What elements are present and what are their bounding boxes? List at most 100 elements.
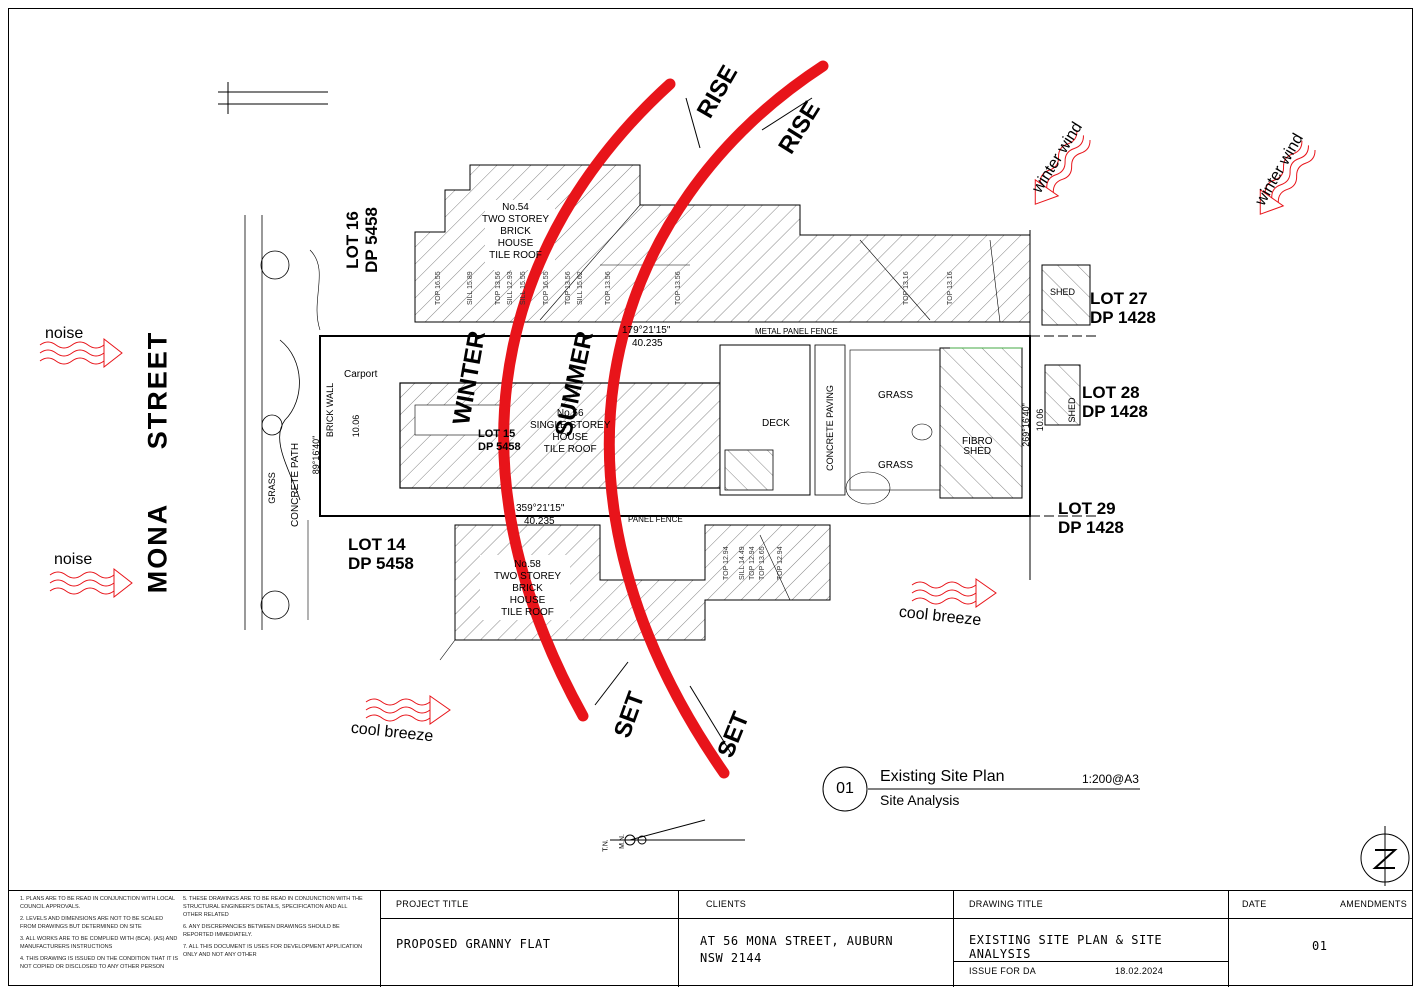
metal-fence-bottom-label: PANEL FENCE <box>628 515 683 524</box>
level-tag: TOP 12.94 <box>749 546 756 580</box>
north-tn-label: T.N. <box>602 839 610 852</box>
cool-breeze-arrow-1 <box>911 578 997 608</box>
clients-label: CLIENTS <box>706 899 747 909</box>
amendments-cell: DATE AMENDMENTS 01 <box>1228 891 1413 987</box>
level-tag: TOP 16.55 <box>435 271 442 305</box>
shed-lot-28 <box>1044 364 1081 426</box>
width-right: 10.06 <box>1035 408 1045 432</box>
issue-label: ISSUE FOR DA <box>969 966 1037 976</box>
note-5: 5. THESE DRAWINGS ARE TO BE READ IN CONJ… <box>183 896 363 918</box>
amendments-label: AMENDMENTS <box>1340 899 1408 909</box>
drawing-ref-circle <box>822 766 868 812</box>
drawing-ref-title: Existing Site Plan <box>880 768 1005 785</box>
level-tag: SILL 15.55 <box>520 271 527 305</box>
issue-date: 18.02.2024 <box>1115 966 1164 976</box>
note-4: 4. THIS DRAWING IS ISSUED ON THE CONDITI… <box>20 956 179 970</box>
drawing-title-value: EXISTING SITE PLAN & SITE ANALYSIS <box>969 933 1163 961</box>
grass-label-1: GRASS <box>878 390 914 401</box>
summer-sun-arc <box>603 60 829 779</box>
project-title-value: PROPOSED GRANNY FLAT <box>396 937 551 951</box>
drawing-title-cell: DRAWING TITLE EXISTING SITE PLAN & SITE … <box>953 891 1229 987</box>
level-tag: TOP 13.56 <box>495 271 502 305</box>
noise-arrow-2 <box>49 567 133 599</box>
north-arrow-icon <box>610 819 745 846</box>
level-tag: TOP 12.94 <box>723 546 730 580</box>
bearing-top: 179°21'15" <box>622 325 671 336</box>
level-tag: TOP 12.94 <box>777 546 784 580</box>
bearing-right: 269°16'40" <box>1021 403 1031 447</box>
drawing-ref-scale: 1:200@A3 <box>1082 772 1139 786</box>
general-notes: 1. PLANS ARE TO BE READ IN CONJUNCTION W… <box>8 891 381 987</box>
compass-icon <box>1360 826 1410 886</box>
level-tag: TOP 13.56 <box>675 271 682 305</box>
note-3: 3. ALL WORKS ARE TO BE COMPLIED WITH (BC… <box>20 936 178 950</box>
street-name-label: MONA <box>142 502 173 594</box>
winter-sun-arc <box>498 78 676 722</box>
project-title-cell: PROJECT TITLE PROPOSED GRANNY FLAT <box>380 891 679 987</box>
level-tag: SILL 12.93 <box>507 271 514 305</box>
drawing-title-label: DRAWING TITLE <box>969 899 1043 909</box>
clients-cell: CLIENTS AT 56 MONA STREET, AUBURN NSW 21… <box>678 891 954 987</box>
level-tag: TOP 13.16 <box>947 271 954 305</box>
level-tag: TOP 16.55 <box>543 271 550 305</box>
bearing-bottom: 359°21'15" <box>516 503 565 514</box>
winter-wind-arrow-2 <box>1259 140 1316 215</box>
clients-address-line-2: NSW 2144 <box>700 951 762 965</box>
drawing-ref-number: 01 <box>836 780 854 797</box>
level-tag: TOP 13.56 <box>605 271 612 305</box>
cool-breeze-arrow-2 <box>365 695 451 725</box>
level-tag: SILL 14.49 <box>739 546 746 580</box>
fibro-shed[interactable] <box>939 347 1023 499</box>
deck-label: DECK <box>762 418 790 429</box>
concrete-path-label: CONCRETE PATH <box>290 442 301 528</box>
noise-label-1: noise <box>45 325 84 342</box>
project-title-label: PROJECT TITLE <box>396 899 469 909</box>
shed-lot-27 <box>1041 264 1091 326</box>
length-bottom: 40.235 <box>524 516 555 527</box>
street-type-label: STREET <box>142 330 173 450</box>
clients-address-line-1: AT 56 MONA STREET, AUBURN <box>700 934 894 948</box>
winter-wind-arrow-1 <box>1034 130 1091 205</box>
length-top: 40.235 <box>632 338 663 349</box>
date-label: DATE <box>1242 899 1267 909</box>
house-56-footprint[interactable] <box>399 382 721 489</box>
shed-28-label: SHED <box>1067 397 1077 423</box>
bearing-left: 89°16'40" <box>311 435 321 475</box>
level-tag: SILL 15.89 <box>467 271 474 305</box>
site-plan-drawing: TOP 16.55 SILL 15.89 TOP 13.56 SILL 12.9… <box>39 60 1410 886</box>
drawing-ref-subtitle: Site Analysis <box>880 792 960 808</box>
grass-verge-label: GRASS <box>267 472 277 504</box>
level-tag: TOP 13.16 <box>903 271 910 305</box>
drawing-sheet <box>8 8 1413 986</box>
carport-label: Carport <box>344 369 378 380</box>
brick-wall-label: BRICK WALL <box>325 382 335 438</box>
level-tag: TOP 13.56 <box>565 271 572 305</box>
level-tag: SILL 15.62 <box>577 271 584 305</box>
amendment-number: 01 <box>1312 939 1328 953</box>
level-tag: TOP 13.65 <box>759 546 766 580</box>
note-6: 6. ANY DISCREPANCIES BETWEEN DRAWINGS SH… <box>183 924 340 938</box>
title-block: 1. PLANS ARE TO BE READ IN CONJUNCTION W… <box>8 890 1413 987</box>
note-7: 7. ALL THIS DOCUMENT IS USES FOR DEVELOP… <box>183 944 363 958</box>
noise-label-2: noise <box>54 551 93 568</box>
north-mn-label: M.N. <box>618 834 626 849</box>
note-2: 2. LEVELS AND DIMENSIONS ARE NOT TO BE S… <box>20 916 164 930</box>
width-left: 10.06 <box>351 414 361 438</box>
shed-27-label: SHED <box>1050 287 1076 297</box>
north-arrow-small-icon <box>218 82 328 114</box>
metal-fence-top-label: METAL PANEL FENCE <box>755 327 838 336</box>
note-1: 1. PLANS ARE TO BE READ IN CONJUNCTION W… <box>20 896 175 910</box>
concrete-paving-label: CONCRETE PAVING <box>825 385 835 471</box>
noise-arrow-1 <box>39 337 123 369</box>
grass-label-2: GRASS <box>878 460 914 471</box>
